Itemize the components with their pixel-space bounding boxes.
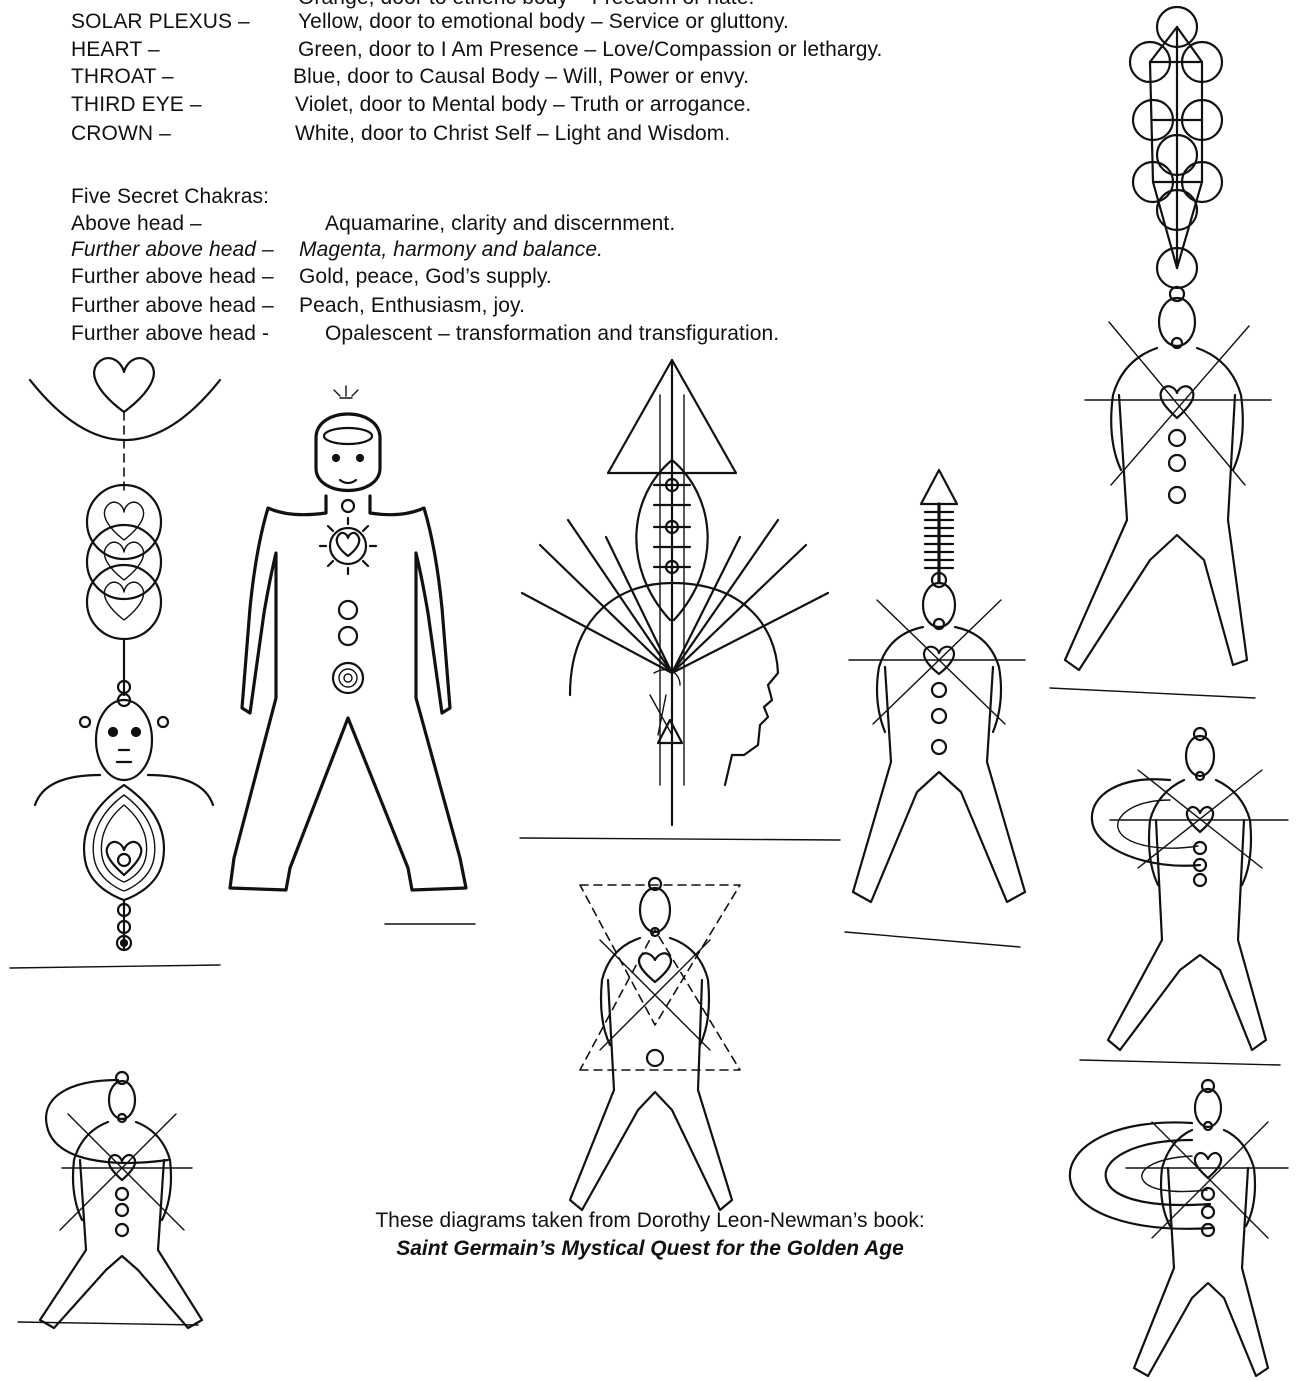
chakra-description: Violet, door to Mental body – Truth or a…: [295, 93, 751, 117]
standing-figure-suns-diagram: [220, 378, 485, 938]
caption-source: These diagrams taken from Dorothy Leon-N…: [230, 1208, 1070, 1234]
chakra-description: White, door to Christ Self – Light and W…: [295, 122, 730, 146]
chakra-name: THIRD EYE –: [71, 93, 202, 117]
head-arrow-rays-diagram: [510, 355, 850, 840]
chakra-name: THROAT –: [71, 65, 174, 89]
secret-chakra-label: Further above head –: [71, 238, 274, 262]
tree-of-life-figure-diagram: [1045, 0, 1280, 700]
chakra-name: SOLAR PLEXUS –: [71, 10, 250, 34]
chakra-name: HEART –: [71, 38, 160, 62]
secret-chakra-label: Above head –: [71, 212, 202, 236]
figure-hexagram-diagram: [560, 880, 750, 1225]
chakra-description: Green, door to I Am Presence – Love/Comp…: [298, 38, 882, 62]
figure-double-spiral-diagram: [1062, 1078, 1292, 1378]
chakra-description: Blue, door to Causal Body – Will, Power …: [293, 65, 749, 89]
figure-arrow-up-diagram: [835, 462, 1035, 952]
secret-chakra-text: Magenta, harmony and balance.: [299, 238, 603, 262]
heart-column-diagram: [25, 350, 225, 975]
caption-book-title: Saint Germain’s Mystical Quest for the G…: [230, 1236, 1070, 1262]
figure-ellipse-diagram: [18, 1070, 218, 1335]
figure-spiral-diagram: [1080, 720, 1290, 1070]
secret-chakra-text: Peach, Enthusiasm, joy.: [299, 294, 525, 318]
secret-chakra-text: Aquamarine, clarity and discernment.: [325, 212, 675, 236]
secret-chakras-heading: Five Secret Chakras:: [71, 185, 269, 209]
chakra-description: Orange, door to etheric body – Freedom o…: [298, 0, 754, 10]
secret-chakra-label: Further above head –: [71, 265, 274, 289]
secret-chakra-text: Gold, peace, God’s supply.: [299, 265, 552, 289]
secret-chakra-label: Further above head -: [71, 322, 269, 346]
chakra-name: CROWN –: [71, 122, 171, 146]
secret-chakra-label: Further above head –: [71, 294, 274, 318]
secret-chakra-text: Opalescent – transformation and transfig…: [325, 322, 779, 346]
chakra-description: Yellow, door to emotional body – Service…: [298, 10, 789, 34]
